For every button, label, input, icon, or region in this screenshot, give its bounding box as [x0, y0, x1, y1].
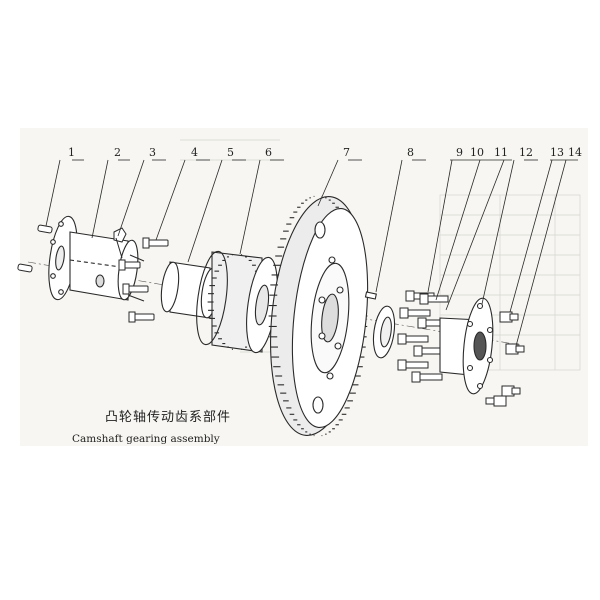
callout-13: 13 [550, 146, 564, 159]
callout-numbers: 1 2 3 4 5 6 7 8 9 10 11 12 13 14 [68, 146, 582, 159]
part-7-large-gear [268, 195, 369, 437]
part-6-small-gear [196, 250, 278, 354]
callout-1: 1 [68, 146, 75, 159]
part-8-washer [364, 291, 396, 359]
part-4-bolts [118, 237, 169, 323]
leader-lines [45, 159, 578, 347]
caption-english: Camshaft gearing assembly [72, 433, 220, 445]
callout-2: 2 [114, 146, 121, 159]
callout-5: 5 [227, 146, 234, 159]
callout-7: 7 [343, 146, 350, 159]
callout-4: 4 [191, 146, 198, 159]
callout-11: 11 [494, 146, 508, 159]
callout-3: 3 [149, 146, 156, 159]
callout-6: 6 [265, 146, 272, 159]
callout-14: 14 [568, 146, 582, 159]
caption-chinese: 凸轮轴传动齿系部件 [105, 410, 232, 425]
parts-13-14-nuts [485, 311, 525, 407]
part-1-pins [17, 224, 53, 273]
part-12-hub-flange [439, 297, 494, 395]
callout-8: 8 [407, 146, 414, 159]
callout-12: 12 [519, 146, 533, 159]
callout-10: 10 [470, 146, 484, 159]
callout-9: 9 [456, 146, 463, 159]
